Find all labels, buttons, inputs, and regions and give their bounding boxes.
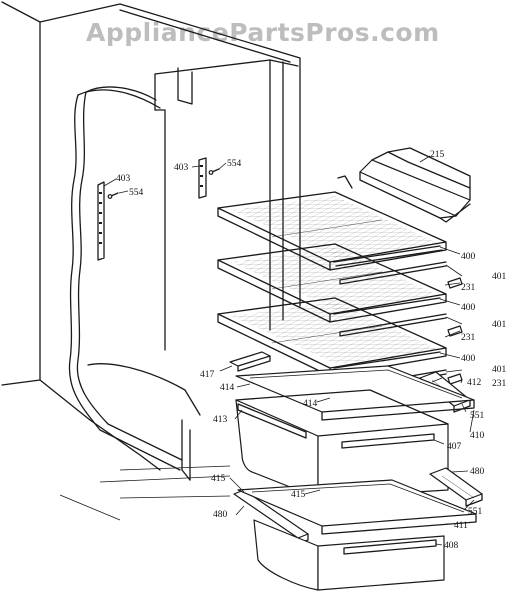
label-231-low: 231 (492, 379, 507, 389)
label-401-top: 401 (492, 272, 507, 282)
label-400-low: 400 (461, 354, 476, 364)
label-415-center: 415 (291, 490, 306, 500)
label-551-lower: 551 (468, 507, 483, 517)
dairy-bin (359, 147, 471, 223)
lower-drawer-rails (233, 467, 483, 545)
label-554-right: 554 (227, 159, 242, 169)
label-414-center: 414 (303, 399, 318, 409)
shelf-ladder-right (198, 157, 220, 199)
label-400-mid: 400 (461, 303, 476, 313)
label-403-left: 403 (116, 174, 131, 184)
label-412: 412 (467, 378, 482, 388)
label-413: 413 (213, 415, 228, 425)
label-417: 417 (200, 370, 215, 380)
label-414-left: 414 (220, 383, 235, 393)
lower-crisper-drawer (237, 479, 477, 591)
shelf-ladder-left (97, 181, 119, 261)
label-411: 411 (454, 521, 468, 531)
leader-lines (103, 155, 475, 546)
label-480-right: 480 (470, 467, 485, 477)
label-410: 410 (470, 431, 485, 441)
watermark-text: AppliancePartsPros.com (86, 18, 440, 47)
shelf-2 (217, 243, 447, 337)
cabinet (1, 1, 301, 521)
label-407: 407 (447, 442, 462, 452)
label-480-left: 480 (213, 510, 228, 520)
label-231-top: 231 (461, 283, 476, 293)
part-labels: 403 554 403 554 215 400 401 231 400 401 … (116, 150, 507, 551)
label-403-right: 403 (174, 163, 189, 173)
label-231-mid: 231 (461, 333, 476, 343)
label-551-upper: 551 (470, 411, 485, 421)
drawer-rail-left (229, 351, 271, 372)
label-400-top: 400 (461, 252, 476, 262)
label-215: 215 (430, 150, 445, 160)
label-554-left: 554 (129, 188, 144, 198)
label-408: 408 (444, 541, 459, 551)
upper-crisper-drawer (235, 365, 475, 499)
shelf-clips (447, 277, 463, 385)
label-401-mid: 401 (492, 320, 507, 330)
label-415-left: 415 (211, 474, 226, 484)
label-401-low: 401 (492, 365, 507, 375)
